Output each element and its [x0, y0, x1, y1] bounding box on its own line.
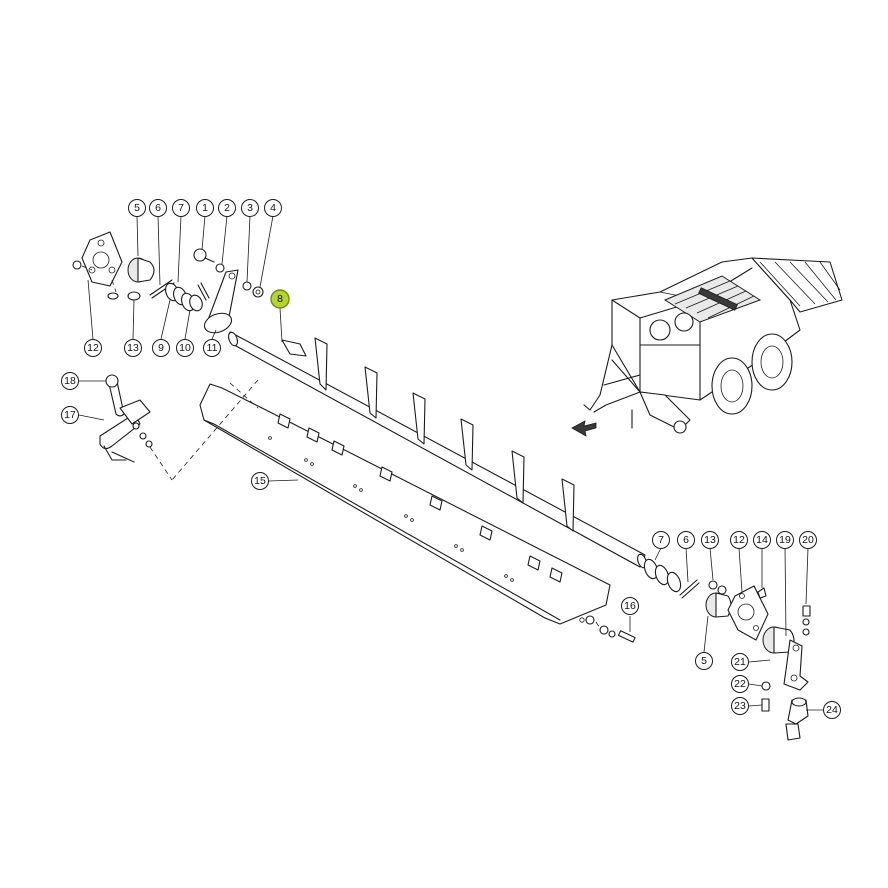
svg-text:6: 6	[155, 202, 161, 214]
svg-text:7: 7	[658, 534, 664, 546]
callout-part-24[interactable]: 24	[823, 701, 841, 719]
callout-part-15[interactable]: 15	[251, 472, 269, 490]
shaft-tines	[314, 337, 575, 532]
callout-part-4[interactable]: 4	[264, 199, 282, 217]
direction-arrow-icon	[571, 420, 597, 437]
svg-text:18: 18	[64, 375, 76, 387]
callout-part-2[interactable]: 2	[218, 199, 236, 217]
svg-text:10: 10	[179, 342, 191, 354]
svg-text:6: 6	[683, 534, 689, 546]
svg-text:13: 13	[704, 534, 716, 546]
svg-text:19: 19	[779, 534, 791, 546]
callouts: 5 6 7 1 2 3 4 8 12 13 9 10 11 18 17 15 1…	[61, 199, 841, 719]
svg-text:24: 24	[826, 704, 838, 716]
callout-part-14[interactable]: 14	[753, 531, 771, 549]
callout-right-part-7[interactable]: 7	[652, 531, 670, 549]
svg-text:7: 7	[178, 202, 184, 214]
callout-part-19[interactable]: 19	[776, 531, 794, 549]
linkage-assembly	[99, 374, 173, 481]
svg-text:12: 12	[733, 534, 745, 546]
svg-text:17: 17	[64, 409, 76, 421]
svg-text:2: 2	[224, 202, 230, 214]
callout-part-17[interactable]: 17	[61, 406, 79, 424]
bolt-part-16	[585, 615, 636, 643]
callout-part-23[interactable]: 23	[731, 697, 749, 715]
callout-part-6[interactable]: 6	[149, 199, 167, 217]
callout-part-22[interactable]: 22	[731, 675, 749, 693]
callout-part-13[interactable]: 13	[124, 339, 142, 357]
svg-text:8: 8	[277, 293, 283, 305]
callout-part-8-highlighted[interactable]: 8	[270, 289, 290, 309]
callout-part-12[interactable]: 12	[84, 339, 102, 357]
svg-text:20: 20	[802, 534, 814, 546]
callout-part-20[interactable]: 20	[799, 531, 817, 549]
svg-text:1: 1	[202, 202, 208, 214]
baler-overview-illustration	[571, 257, 843, 437]
callout-right-part-6[interactable]: 6	[677, 531, 695, 549]
callout-part-18[interactable]: 18	[61, 372, 79, 390]
callout-part-21[interactable]: 21	[731, 653, 749, 671]
callout-right-part-5[interactable]: 5	[695, 652, 713, 670]
left-bearing-assembly	[72, 231, 264, 334]
callout-part-11[interactable]: 11	[203, 339, 221, 357]
callout-part-16[interactable]: 16	[621, 597, 639, 615]
svg-text:5: 5	[701, 655, 707, 667]
callout-part-9[interactable]: 9	[152, 339, 170, 357]
leader-lines	[78, 215, 823, 711]
callout-right-part-13[interactable]: 13	[701, 531, 719, 549]
svg-text:14: 14	[756, 534, 768, 546]
callout-part-10[interactable]: 10	[176, 339, 194, 357]
callout-part-1[interactable]: 1	[196, 199, 214, 217]
svg-text:16: 16	[624, 600, 636, 612]
svg-text:23: 23	[734, 700, 746, 712]
svg-text:4: 4	[270, 202, 276, 214]
svg-text:11: 11	[207, 342, 218, 354]
callout-part-7[interactable]: 7	[172, 199, 190, 217]
callout-part-5[interactable]: 5	[128, 199, 146, 217]
cover-plate-part-15	[171, 379, 611, 625]
svg-text:12: 12	[87, 342, 99, 354]
right-bearing-assembly	[643, 558, 811, 741]
svg-text:13: 13	[127, 342, 139, 354]
svg-text:9: 9	[158, 342, 164, 354]
svg-text:15: 15	[254, 475, 266, 487]
svg-text:3: 3	[247, 202, 253, 214]
svg-text:21: 21	[734, 656, 746, 668]
main-shaft-part-8	[227, 331, 648, 569]
svg-text:22: 22	[734, 678, 746, 690]
callout-right-part-12[interactable]: 12	[730, 531, 748, 549]
callout-part-3[interactable]: 3	[241, 199, 259, 217]
svg-text:5: 5	[134, 202, 140, 214]
